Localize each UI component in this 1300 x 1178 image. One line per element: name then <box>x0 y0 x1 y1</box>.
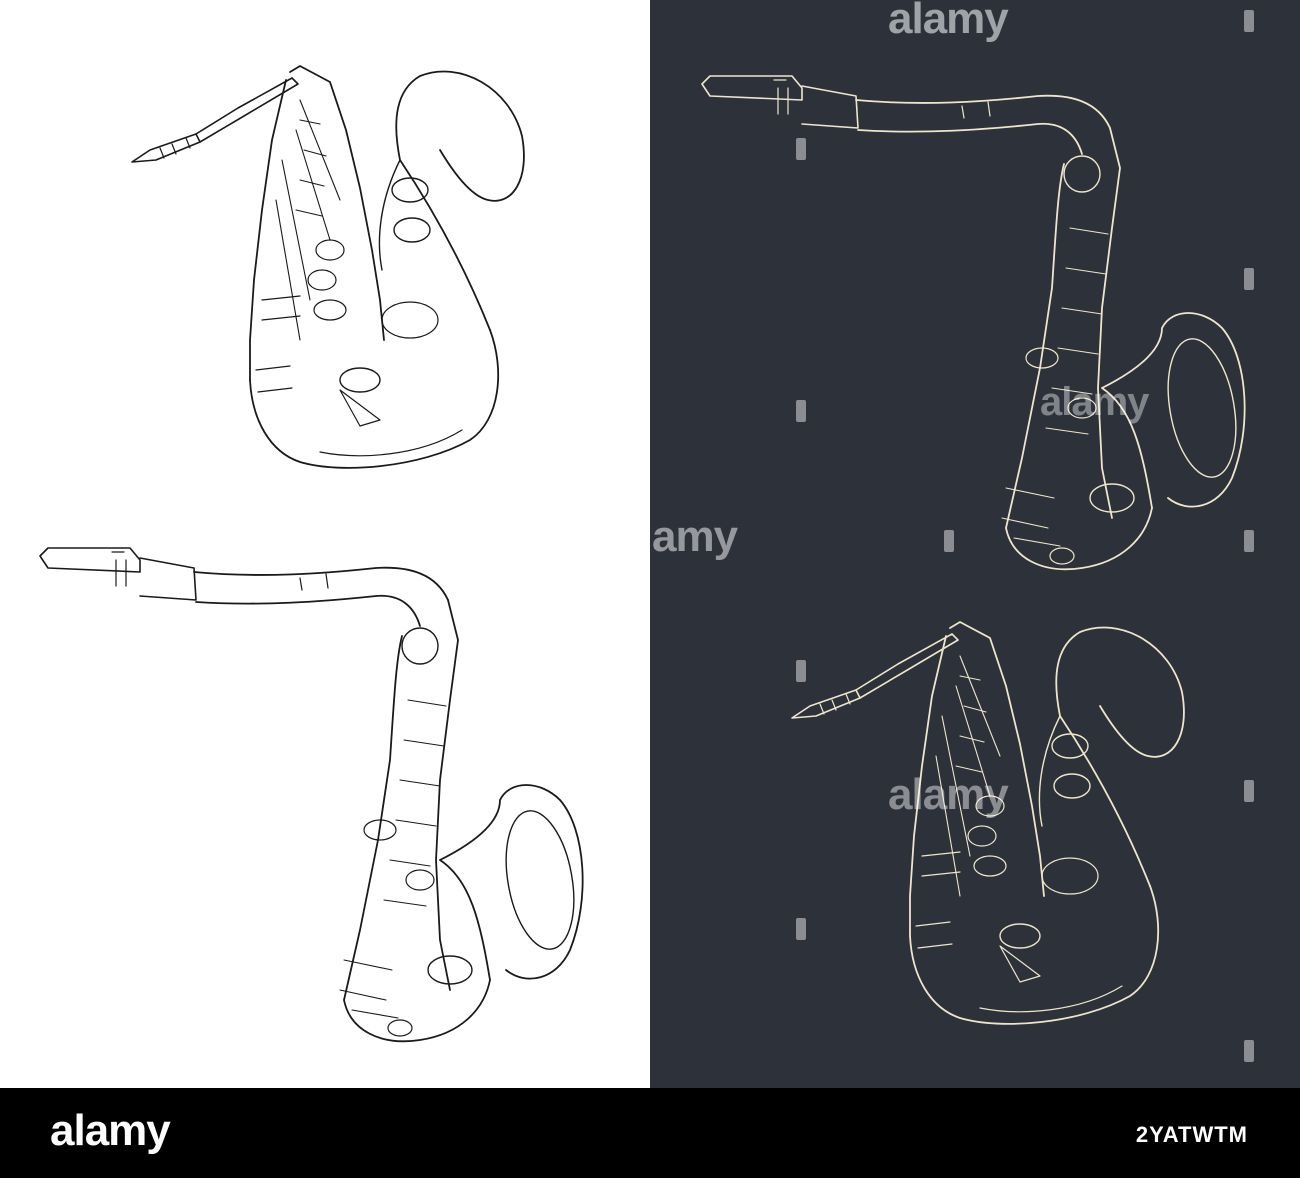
watermark-tick <box>796 918 806 940</box>
saxophone-top-right <box>701 75 1247 571</box>
watermark-tick <box>1244 780 1254 802</box>
saxophone-top-left <box>131 65 525 469</box>
watermark-tick <box>796 660 806 682</box>
watermark-low: alamy <box>888 770 1009 819</box>
watermark-tick <box>796 138 806 160</box>
saxophone-drawings <box>39 65 1247 1043</box>
watermark-tick <box>796 400 806 422</box>
footer-bar: alamy 2YATWTM <box>0 1088 1300 1178</box>
watermark-tick <box>1244 1040 1254 1062</box>
watermark-tick <box>1244 268 1254 290</box>
watermark-top: alamy <box>888 0 1009 43</box>
watermark-mid-left: amy <box>652 512 738 561</box>
dark-panel <box>650 0 1300 1088</box>
watermark-tick <box>944 530 954 552</box>
saxophone-bottom-left <box>39 547 585 1043</box>
watermark-mid-right: alamy <box>1040 380 1149 424</box>
watermark-tick <box>1244 10 1254 32</box>
footer-logo: alamy <box>50 1106 171 1155</box>
watermark-tick <box>1244 530 1254 552</box>
image-id: 2YATWTM <box>1135 1122 1248 1147</box>
light-panel <box>0 0 650 1088</box>
saxophone-bottom-right <box>791 621 1185 1025</box>
